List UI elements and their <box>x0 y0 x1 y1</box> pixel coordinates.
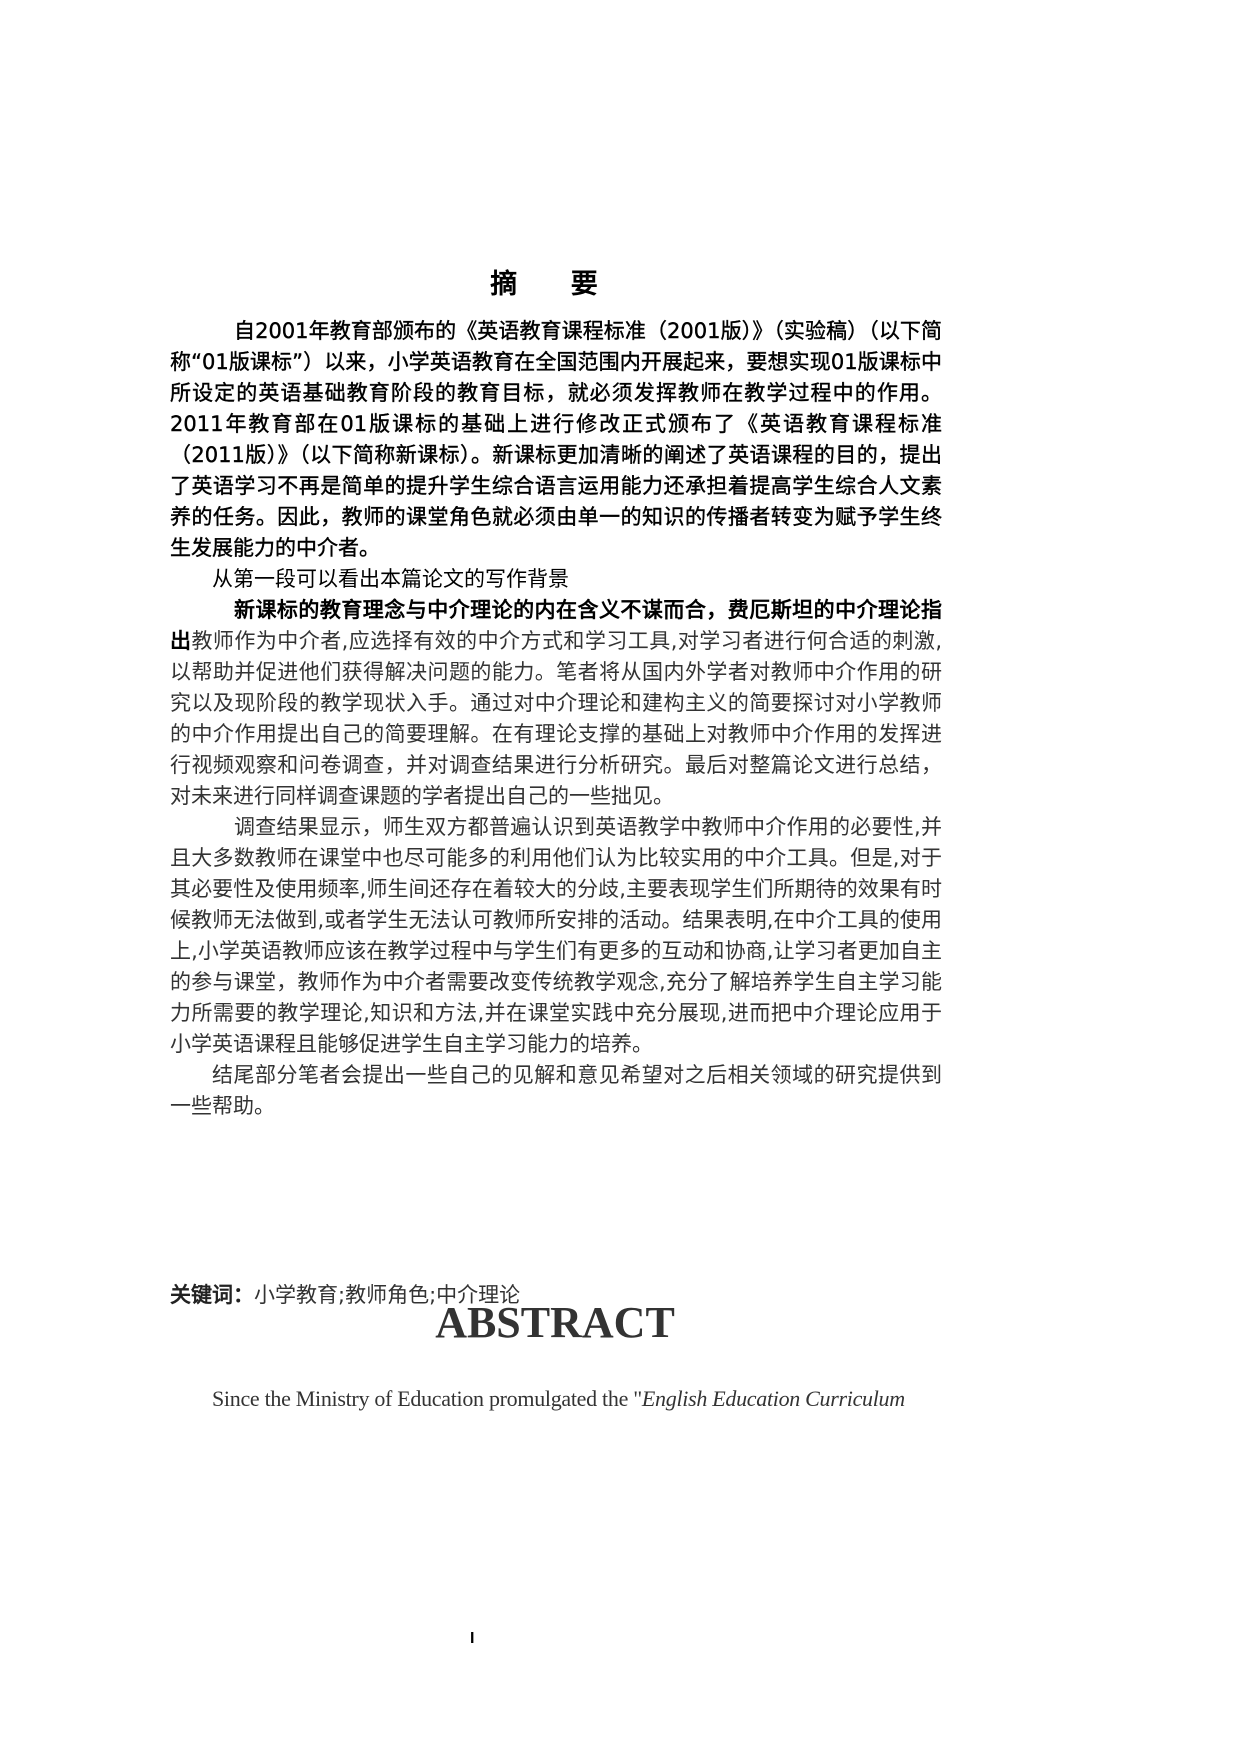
english-abstract-first-line: Since the Ministry of Education promulga… <box>212 1383 947 1414</box>
chinese-abstract-title: 摘 要 <box>490 269 620 300</box>
keywords-value: 小学教育;教师角色;中介理论 <box>254 1283 521 1307</box>
english-abstract-plain-text: Since the Ministry of Education promulga… <box>212 1386 642 1411</box>
abstract-paragraph-conclusion: 结尾部分笔者会提出一些自己的见解和意见希望对之后相关领域的研究提供到一些帮助。 <box>170 1063 942 1118</box>
english-abstract-title: ABSTRACT <box>435 1298 675 1347</box>
chinese-abstract-body: 自2001年教育部颁布的《英语教育课程标准（2001版）》（实验稿）（以下简称“… <box>170 316 942 1122</box>
keywords-line: 关键词：小学教育;教师角色;中介理论 <box>170 1280 520 1311</box>
abstract-paragraph-results: 调查结果显示，师生双方都普遍认识到英语教学中教师中介作用的必要性,并且大多数教师… <box>170 815 942 1056</box>
english-abstract-italic-title: English Education Curriculum <box>641 1386 905 1411</box>
abstract-paragraph-background: 自2001年教育部颁布的《英语教育课程标准（2001版）》（实验稿）（以下简称“… <box>170 319 942 560</box>
abstract-paragraph-theory: 新课标的教育理念与中介理论的内在含义不谋而合，费厄斯坦的中介理论指出教师作为中介… <box>170 595 942 812</box>
page-number: I <box>470 1630 475 1647</box>
theory-bold-lead: 新课标的教育理念与中介理论的内在含义不谋而合，费厄斯坦的中介理论指出 <box>170 598 942 653</box>
theory-body-text: 教师作为中介者,应选择有效的中介方式和学习工具,对学习者进行何合适的刺激,以帮助… <box>170 629 943 808</box>
abstract-paragraph-note: 从第一段可以看出本篇论文的写作背景 <box>212 567 569 591</box>
keywords-label: 关键词： <box>170 1283 254 1307</box>
